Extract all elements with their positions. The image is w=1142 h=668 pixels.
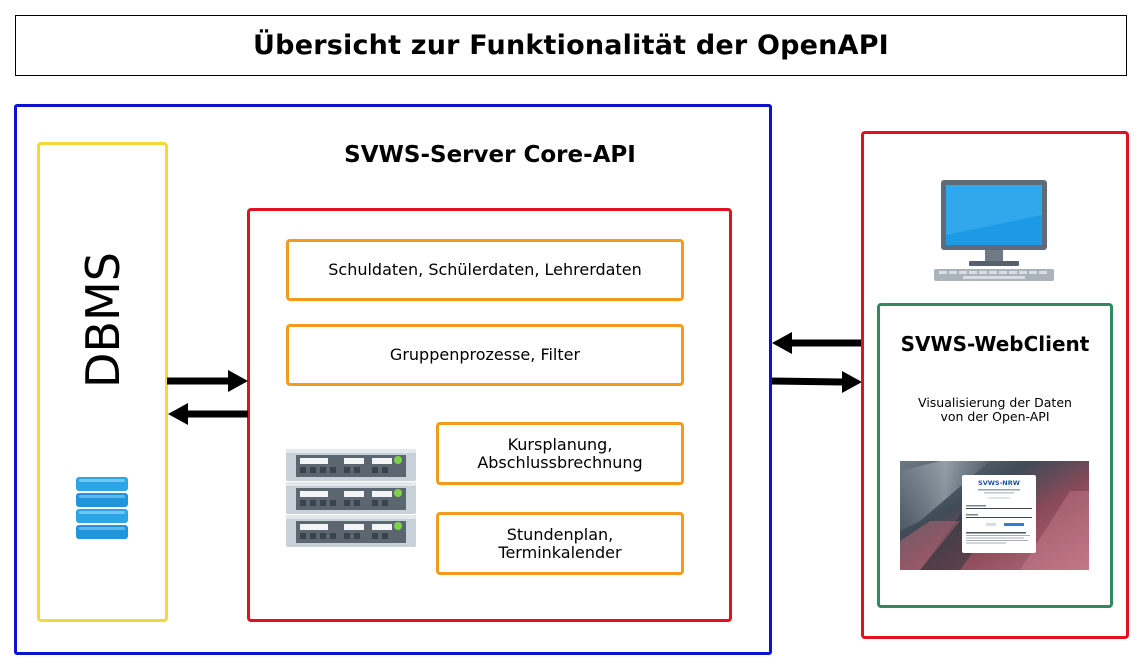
webclient-screenshot: SVWS-NRW	[900, 461, 1089, 570]
module-course-planning-line2: Abschlussbrechnung	[477, 452, 643, 472]
database-icon	[76, 477, 128, 539]
webclient-description-line1: Visualisierung der Daten	[918, 395, 1072, 410]
webclient-screenshot-image: SVWS-NRW	[900, 461, 1089, 570]
core-api-container	[247, 208, 732, 622]
diagram-title: Übersicht zur Funktionalität der OpenAPI	[253, 30, 889, 61]
webclient-description: Visualisierung der Daten von der Open-AP…	[880, 396, 1110, 424]
server-container	[14, 104, 772, 655]
webclient-description-line2: von der Open-API	[940, 409, 1050, 424]
module-timetable: Stundenplan, Terminkalender	[436, 512, 684, 575]
dbms-container	[37, 142, 168, 622]
module-course-planning-line1: Kursplanung,	[507, 434, 613, 454]
module-course-planning: Kursplanung, Abschlussbrechnung	[436, 422, 684, 485]
computer-monitor-icon	[934, 180, 1054, 281]
diagram-title-box: Übersicht zur Funktionalität der OpenAPI	[15, 15, 1127, 76]
arrow-client-to-server	[772, 332, 862, 354]
module-school-data: Schuldaten, Schülerdaten, Lehrerdaten	[286, 239, 684, 301]
screenshot-app-title: SVWS-NRW	[978, 479, 1020, 487]
module-timetable-line1: Stundenplan,	[506, 524, 614, 544]
server-rack-icon	[286, 449, 416, 547]
webclient-title: SVWS-WebClient	[900, 332, 1090, 356]
webclient-container	[877, 303, 1113, 608]
arrow-server-to-client	[771, 371, 862, 393]
core-api-title: SVWS-Server Core-API	[344, 142, 636, 168]
module-school-data-label: Schuldaten, Schülerdaten, Lehrerdaten	[328, 260, 642, 279]
module-group-processes: Gruppenprozesse, Filter	[286, 324, 684, 386]
module-timetable-line2: Terminkalender	[498, 542, 622, 562]
module-group-processes-label: Gruppenprozesse, Filter	[389, 345, 581, 364]
client-container	[861, 131, 1129, 639]
